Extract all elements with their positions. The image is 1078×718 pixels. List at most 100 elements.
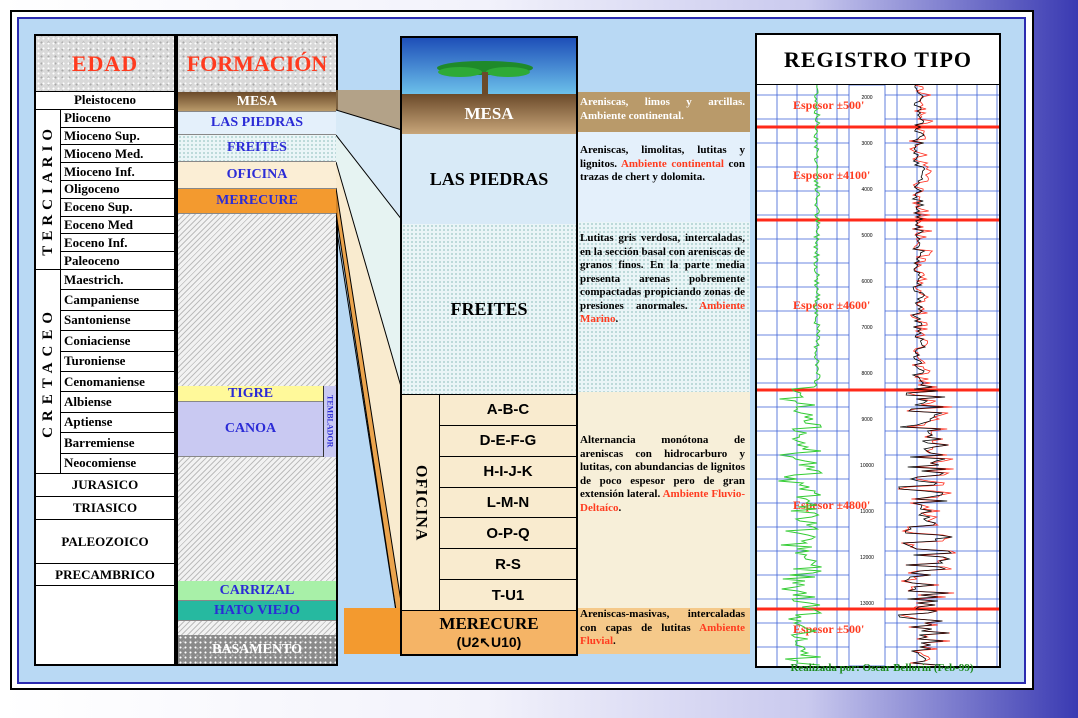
credit-text: Realizada por: Oscar Bellorin (Feb-99) [790, 662, 974, 674]
edad-cretaceo-item: Cenomaniense [60, 372, 174, 393]
form-oficina: OFICINA [178, 162, 336, 189]
edad-triasico: TRIASICO [36, 497, 174, 520]
form-basamento: BASAMENTO [178, 635, 336, 664]
resistivity-deep-curve [897, 85, 956, 666]
sky [402, 38, 576, 94]
depth-tick-label: 13000 [860, 601, 874, 607]
resistivity-shallow-curve [897, 85, 953, 666]
correlation-wedge [336, 90, 402, 651]
oficina-unit: O-P-Q [440, 518, 576, 550]
col-las-piedras: LAS PIEDRAS [402, 134, 576, 224]
depth-tick-label: 11000 [860, 509, 874, 515]
col-merecure: MERECURE (U2↖U10) [402, 610, 576, 654]
edad-cretaceo-item: Maestrich. [60, 270, 174, 291]
form-mesa: MESA [178, 92, 336, 112]
edad-terciario-item: Eoceno Sup. [60, 198, 174, 217]
edad-cretaceo-item: Aptiense [60, 412, 174, 434]
form-hiatus-lower [178, 457, 336, 581]
oficina-unit: H-I-J-K [440, 457, 576, 488]
sp-curve [778, 85, 824, 666]
espesor-label: Espesor ±500' [793, 622, 864, 636]
oficina-unit: T-U1 [491, 587, 525, 605]
col-oficina-label: OFICINA [412, 464, 430, 542]
edad-cretaceo-item: Neocomiense [60, 453, 174, 474]
edad-cretaceo-item: Barremiense [60, 433, 174, 454]
oficina-unit: R-S [440, 549, 576, 581]
edad-terciario-item: Mioceno Inf. [60, 163, 174, 181]
oficina-unit: L-M-N [440, 488, 576, 519]
col-oficina-label-box: OFICINA [402, 395, 440, 611]
edad-pleistoceno: Pleistoceno [36, 92, 174, 110]
formacion-column: FORMACIÓN MESA LAS PIEDRAS FREITES OFICI… [176, 34, 338, 666]
form-temblador: TEMBLADOR [325, 395, 335, 448]
col-mesa: MESA [402, 94, 576, 134]
edad-cretaceo-item: Santoniense [60, 310, 174, 332]
form-merecure: MERECURE [178, 189, 336, 214]
registro-title: REGISTRO TIPO [757, 35, 999, 85]
desc-mesa: Areniscas, limos y arcillas. Ambiente co… [580, 96, 745, 122]
depth-tick-label: 7000 [861, 325, 872, 331]
desc-merecure: Areniscas-masivas, intercaladas con capa… [580, 608, 745, 647]
edad-terciario-item: Paleoceno [60, 252, 174, 270]
merecure-wedge-block [344, 608, 400, 654]
depth-tick-label: 2000 [861, 95, 872, 101]
edad-terciario-item: Eoceno Med [60, 216, 174, 235]
col-freites: FREITES [402, 224, 576, 394]
form-hiatus-base [178, 621, 336, 635]
edad-terciario-item: Oligoceno [60, 181, 174, 199]
edad-terciario-item: Mioceno Med. [60, 145, 174, 164]
edad-title: EDAD [36, 36, 174, 92]
edad-terciario-item: Plioceno [60, 109, 174, 128]
depth-tick-label: 9000 [861, 417, 872, 423]
edad-terciario-label: TERCIARIO [39, 123, 56, 256]
desc-merecure-bg [578, 608, 750, 654]
form-temblador-box: TEMBLADOR [323, 386, 336, 457]
form-freites: FREITES [178, 135, 336, 162]
desc-freites-bg [578, 222, 750, 392]
form-carrizal: CARRIZAL [178, 581, 336, 601]
form-hato-viejo: HATO VIEJO [178, 601, 336, 621]
depth-tick-label: 10000 [860, 463, 874, 469]
form-las-piedras: LAS PIEDRAS [178, 112, 336, 135]
depth-tick-label: 3000 [861, 141, 872, 147]
edad-cretaceo-item: Campaniense [60, 290, 174, 311]
col-merecure-units: (U2↖U10) [456, 633, 522, 650]
depth-tick-label: 8000 [861, 371, 872, 377]
edad-terciario-item: Mioceno Sup. [60, 127, 174, 146]
edad-jurasico: JURASICO [36, 474, 174, 497]
edad-cretaceo-group: CRETACEO [36, 270, 60, 474]
espesor-label: Espesor ±500' [793, 98, 864, 112]
descriptions-panel [578, 92, 750, 654]
espesor-label: Espesor ±4600' [793, 298, 870, 312]
edad-precambrico: PRECAMBRICO [36, 564, 174, 586]
well-log: 2000 3000 4000 5000 6000 7000 8000 9000 10000 110… [757, 85, 999, 666]
edad-terciario-group: TERCIARIO [36, 110, 60, 270]
formacion-title: FORMACIÓN [178, 36, 336, 92]
depth-tick-label: 4000 [861, 187, 872, 193]
depth-tick-label: 6000 [861, 279, 872, 285]
edad-cretaceo-item: Albiense [60, 392, 174, 413]
edad-cretaceo-label: CRETACEO [39, 305, 56, 438]
depth-track [848, 85, 886, 666]
form-hiatus-upper [178, 214, 336, 386]
edad-cretaceo-item: Coniaciense [60, 331, 174, 352]
desc-piedras-bg [578, 132, 750, 222]
edad-terciario-item: Eoceno Inf. [60, 234, 174, 253]
desc-mesa-bg [578, 92, 750, 132]
edad-paleozoico: PALEOZOICO [36, 520, 174, 564]
depth-tick-label: 5000 [861, 233, 872, 239]
form-tigre: TIGRE [178, 386, 323, 402]
depth-tick-label: 12000 [860, 555, 874, 561]
desc-oficina: Alternancia monótona de areniscas con hi… [580, 434, 745, 514]
desc-freites: Lutitas gris verdosa, intercaladas, en l… [580, 232, 745, 325]
registro-box: REGISTRO TIPO 2000 3000 4000 5000 6000 7000 80… [755, 33, 1001, 668]
oficina-unit: D-E-F-G [440, 426, 576, 457]
desc-las-piedras: Areniscas, limolitas, lutitas y lignitos… [580, 144, 745, 183]
col-merecure-label: MERECURE [439, 613, 539, 633]
espesor-label: Espesor ±4100' [793, 168, 870, 182]
form-canoa: CANOA [178, 402, 323, 457]
